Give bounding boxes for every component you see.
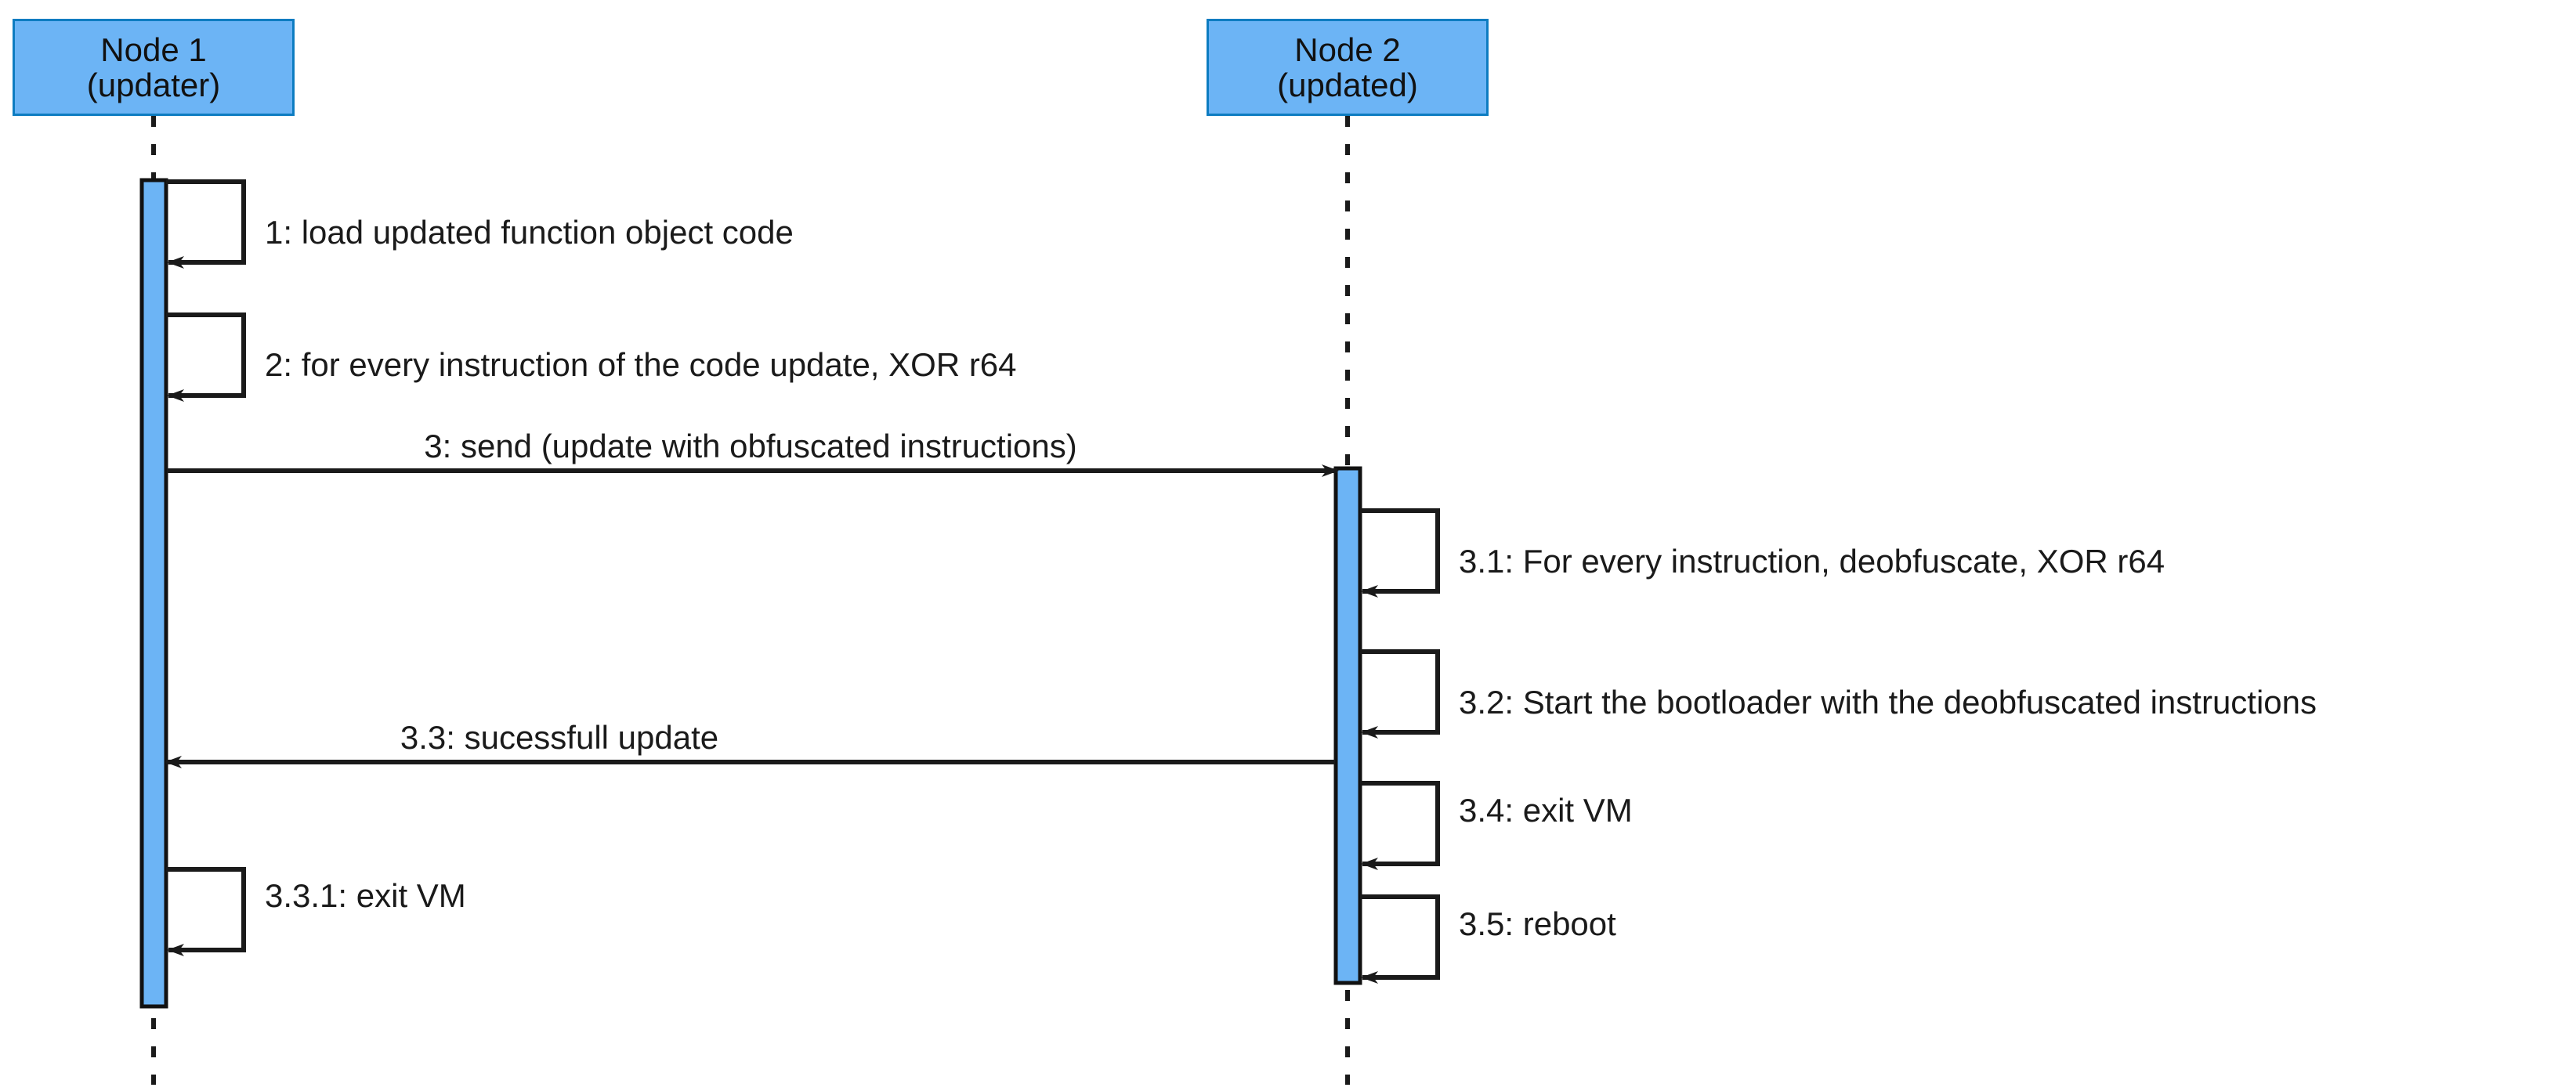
message-label-3-2: 3.2: Start the bootloader with the deobf… — [1459, 684, 2317, 721]
message-label-1: 1: load updated function object code — [265, 214, 794, 251]
message-arrows-group — [165, 179, 1440, 984]
message-label-2: 2: for every instruction of the code upd… — [265, 346, 1017, 383]
message-label-3-3: 3.3: sucessfull update — [400, 719, 719, 756]
participant-header-node2[interactable]: Node 2 (updated) — [1207, 19, 1489, 116]
participant-role-node2: (updated) — [1277, 67, 1418, 103]
activation-bar-node1[interactable] — [139, 178, 168, 1009]
participant-name-node1: Node 1 — [100, 31, 207, 68]
participant-header-node1[interactable]: Node 1 (updater) — [13, 19, 295, 116]
message-label-3-5: 3.5: reboot — [1459, 905, 1616, 942]
message-label-3: 3: send (update with obfuscated instruct… — [424, 428, 1077, 464]
message-label-3-3-1: 3.3.1: exit VM — [265, 877, 466, 914]
message-label-3-4: 3.4: exit VM — [1459, 792, 1633, 829]
self-message-arrow-m1[interactable] — [166, 179, 246, 269]
self-message-arrow-m35[interactable] — [1360, 894, 1440, 984]
self-message-arrow-m32[interactable] — [1360, 649, 1440, 739]
message-label-3-1: 3.1: For every instruction, deobfuscate,… — [1459, 543, 2165, 580]
self-message-arrow-m2[interactable] — [166, 312, 246, 402]
self-message-arrow-m34[interactable] — [1360, 781, 1440, 870]
participant-role-node1: (updater) — [86, 67, 221, 103]
participant-name-node2: Node 2 — [1294, 31, 1401, 68]
self-message-arrow-m31[interactable] — [1360, 508, 1440, 598]
activation-bars-group — [139, 178, 1362, 1009]
self-message-arrow-m331[interactable] — [166, 867, 246, 956]
lifelines-group — [151, 116, 1350, 1085]
activation-bar-node2[interactable] — [1333, 466, 1362, 985]
